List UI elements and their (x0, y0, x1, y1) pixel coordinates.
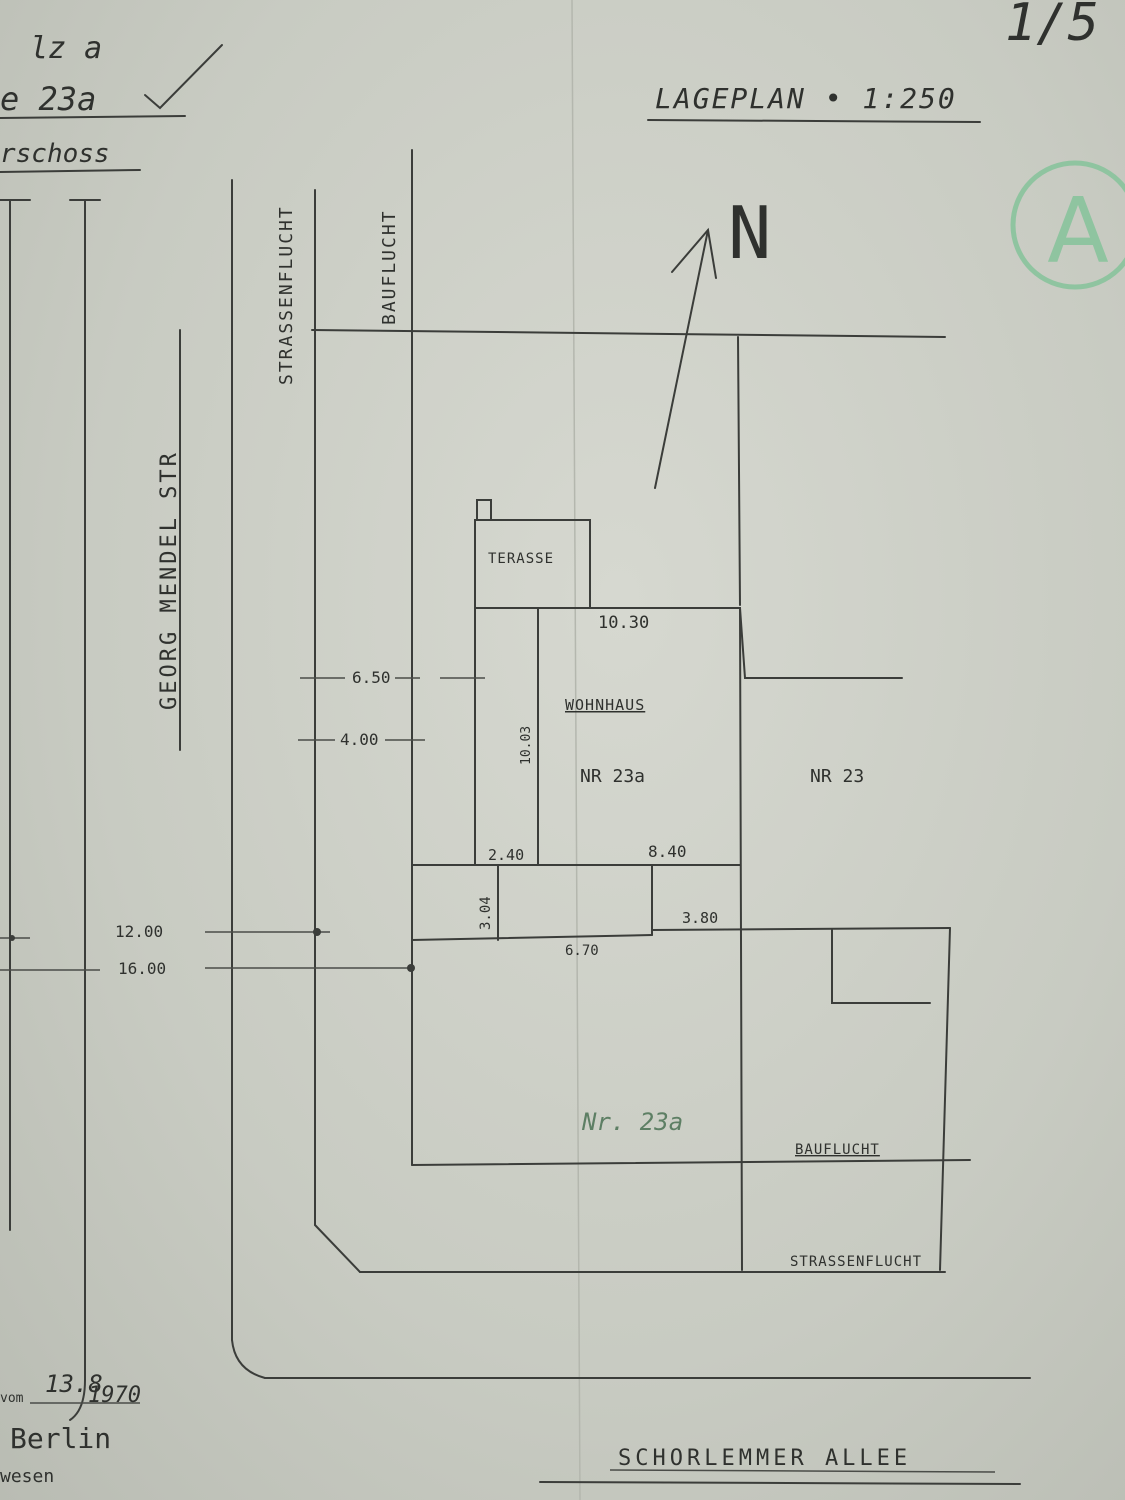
bauflucht-bottom-label: BAUFLUCHT (795, 1142, 880, 1158)
house-number: NR 23a (580, 766, 645, 787)
check-mark (144, 44, 223, 110)
footer-date-year: 1970 (88, 1383, 141, 1408)
header-fragment-3: rschoss (0, 139, 110, 169)
plot-right-boundary-lower (939, 927, 951, 1271)
footer-date-day: 13.8 (45, 1370, 103, 1398)
plan-title: LAGEPLAN • 1:250 (655, 82, 957, 115)
dimension-leaders (0, 677, 485, 972)
bauflucht-bottom-line (411, 1159, 971, 1166)
dim-670: 6.70 (565, 943, 599, 959)
bauflucht-vertical-label: BAUFLUCHT (379, 209, 400, 325)
footer-date-prefix: vom (0, 1391, 24, 1406)
dim-1600: 16.00 (118, 959, 166, 978)
dim-380: 3.80 (682, 909, 718, 927)
title-underline (647, 119, 981, 123)
stamp-letter: A (1047, 179, 1109, 284)
header-fragment-1: lz a (30, 31, 102, 66)
stamp-circle (1010, 160, 1125, 290)
header-fragment-2: e 23a (0, 80, 96, 118)
house-23a: 10.30 WOHNHAUS 10.03 NR 23a 2.40 8.40 (411, 607, 903, 1271)
left-street-curve (69, 1379, 86, 1421)
schorlemmer-underline (539, 1481, 1021, 1485)
corner-number: 1/5 (1005, 0, 1099, 53)
dim-1030: 10.30 (598, 613, 649, 633)
terrace: TERASSE (474, 499, 591, 609)
dim-304: 3.04 (478, 896, 494, 930)
house-label: WOHNHAUS (565, 696, 645, 714)
north-label: N (728, 191, 771, 275)
strassenflucht-bottom-label: STRASSENFLUCHT (790, 1254, 922, 1270)
stamp-a: A (1010, 160, 1125, 290)
terrace-label: TERASSE (488, 551, 554, 567)
dim-1003: 10.03 (519, 726, 534, 765)
shed (831, 929, 931, 1004)
plot-label: Nr. 23a (581, 1108, 683, 1136)
dim-650: 6.50 (352, 668, 391, 687)
annex: 3.04 3.80 6.70 (411, 864, 951, 959)
strassenflucht-vertical-label: STRASSENFLUCHT (276, 205, 297, 385)
dim-1200: 12.00 (115, 922, 163, 941)
footer-office-sub: wesen (0, 1466, 54, 1487)
dim-840: 8.40 (648, 842, 687, 861)
header-underline-3 (0, 169, 141, 173)
street-label-georg-mendel: GEORG MENDEL STR (157, 450, 182, 710)
header-underline-2 (0, 115, 186, 119)
plot-right-boundary-upper (737, 336, 741, 606)
dim-400: 4.00 (340, 730, 379, 749)
paper-fold-line (571, 0, 581, 1500)
dim-240: 2.40 (488, 846, 524, 864)
north-arrow: N (654, 191, 771, 489)
neighbor-number: NR 23 (810, 766, 864, 787)
street-corner-curve (231, 1339, 266, 1379)
plot-top-boundary (311, 329, 946, 338)
footer-office: Berlin (10, 1422, 111, 1455)
strassenflucht-corner (314, 1224, 361, 1273)
street-label-schorlemmer: SCHORLEMMER ALLEE (618, 1446, 911, 1471)
